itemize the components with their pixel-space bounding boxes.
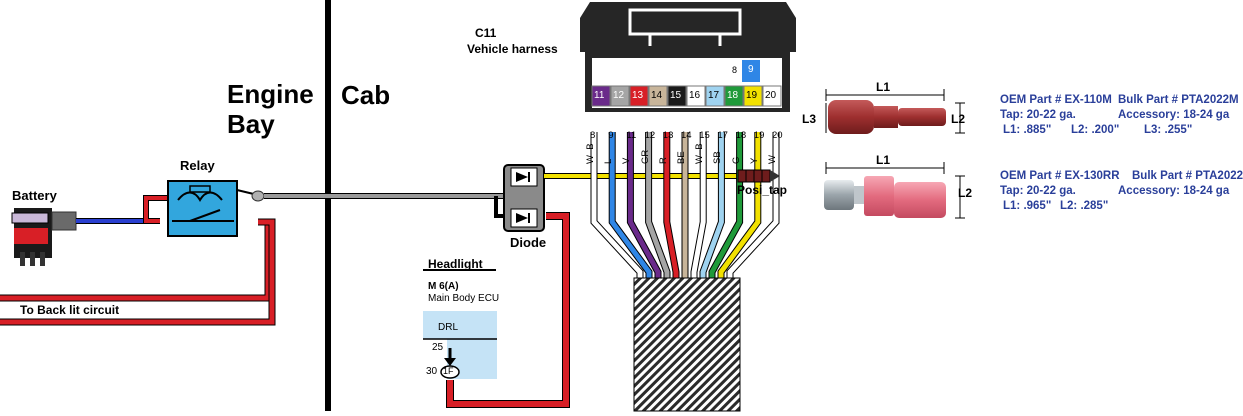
- headlight-label: Headlight: [428, 257, 483, 271]
- posi-tap: [737, 169, 780, 183]
- wire-pin-number: 8: [590, 130, 596, 141]
- connector-pin-label: 16: [689, 90, 701, 101]
- cab-label: Cab: [341, 80, 391, 110]
- connector-pin-9: 9: [748, 64, 754, 75]
- wire-pin-number: 15: [699, 130, 710, 141]
- engine-bay-label: Engine Bay: [227, 79, 314, 139]
- wire-pin-number: 14: [681, 130, 692, 141]
- connector-pin-label: 20: [765, 90, 777, 101]
- part1-oem: OEM Part # EX-110M: [1000, 94, 1112, 106]
- relay-label: Relay: [180, 158, 215, 173]
- ecu-line2: Main Body ECU: [428, 293, 500, 304]
- battery-label: Battery: [12, 188, 57, 203]
- part-1-illustration: [825, 89, 965, 134]
- wire-12: [646, 132, 670, 282]
- part2-l1: L1: .965": [1003, 200, 1052, 212]
- connector-pin-label: 11: [594, 90, 605, 101]
- wire-9: [609, 132, 652, 282]
- connector-pin-14: [648, 85, 668, 107]
- connector-pin-15: [667, 85, 687, 107]
- part1-dim-l1: L1: [876, 80, 891, 94]
- part1-l3: L3: .255": [1144, 124, 1193, 136]
- wire-code: R: [657, 157, 669, 164]
- diode-label: Diode: [510, 235, 547, 250]
- wire-15: [691, 132, 706, 282]
- part2-oem: OEM Part # EX-130RR: [1000, 170, 1120, 182]
- connector-pin-label: 19: [746, 90, 758, 101]
- wire-8: [591, 132, 643, 282]
- connector-pin-19: [743, 85, 763, 107]
- connector-pin-label: 17: [708, 90, 720, 101]
- wire-pin-number: 13: [662, 130, 674, 141]
- diode-drl-wire: [446, 196, 570, 408]
- wire-pin-number: 20: [772, 130, 783, 141]
- wire-17: [700, 132, 724, 282]
- connector-pin-label: 18: [727, 90, 739, 101]
- ecu-line1: M 6(A): [428, 281, 459, 292]
- connector-pin-label: 12: [613, 90, 625, 101]
- part1-tap: Tap: 20-22 ga.: [1000, 109, 1076, 121]
- connector-pin-17: [705, 85, 725, 107]
- connector-pin-18: [724, 85, 744, 107]
- posi-tap-label: Posi_tap: [737, 183, 788, 197]
- connector-subtitle: Vehicle harness: [467, 42, 558, 56]
- ecu-box: [423, 269, 497, 379]
- part1-l2: L2: .200": [1071, 124, 1120, 136]
- pin-1f-label: 1F: [443, 366, 454, 376]
- wire-pin-number: 18: [735, 130, 747, 141]
- bay-divider: [325, 0, 331, 411]
- wire-code: G: [730, 156, 742, 164]
- connector-pin-12: [610, 85, 630, 107]
- part2-dim-l1: L1: [876, 153, 891, 167]
- wire-code: SB: [712, 151, 724, 164]
- wire-code: Y: [748, 157, 760, 164]
- battery: [11, 208, 158, 266]
- wire-pin-number: 19: [753, 130, 765, 141]
- diode: [503, 164, 545, 232]
- wire-code: BE: [676, 151, 687, 164]
- relay: [143, 180, 265, 237]
- back-lit-loop: [0, 218, 276, 326]
- wire-code: W: [767, 155, 778, 164]
- connector-pin-label: 14: [651, 90, 663, 101]
- part1-dim-l3: L3: [802, 112, 817, 126]
- wire-pin-number: 17: [717, 130, 728, 141]
- part1-bulk: Bulk Part # PTA2022M: [1118, 94, 1239, 106]
- pin-25-label: 25: [432, 342, 444, 353]
- connector-pin-label: 15: [670, 90, 682, 101]
- back-lit-label: To Back lit circuit: [20, 303, 120, 317]
- connector-pin-13: [629, 85, 649, 107]
- connector-pin-16: [686, 85, 706, 107]
- wire-pin-number: 9: [608, 130, 614, 141]
- wire-loom: [633, 277, 741, 412]
- part2-bulk: Bulk Part # PTA2022: [1132, 170, 1243, 182]
- part2-tap: Tap: 20-22 ga.: [1000, 185, 1076, 197]
- drl-label: DRL: [438, 322, 459, 333]
- wire-code: GR: [639, 149, 651, 164]
- wire-pin-number: 11: [626, 130, 637, 141]
- part1-dim-l2: L2: [951, 112, 966, 126]
- part1-accessory: Accessory: 18-24 ga: [1118, 109, 1230, 121]
- wire-code: L: [603, 158, 615, 164]
- connector-pin-label: 13: [632, 90, 644, 101]
- wire-code: V: [621, 157, 633, 164]
- part-2-illustration: [824, 162, 965, 219]
- wire-13: [664, 132, 679, 282]
- connector-pin-20: [762, 85, 782, 107]
- part2-accessory: Accessory: 18-24 ga: [1118, 185, 1230, 197]
- connector-pin-11: [591, 85, 611, 107]
- part1-l1: L1: .885": [1003, 124, 1052, 136]
- pin-30-label: 30: [426, 366, 438, 377]
- wire-11: [627, 132, 661, 282]
- wire-code: W–B: [694, 143, 706, 164]
- wire-pin-number: 12: [644, 130, 656, 141]
- part2-l2: L2: .285": [1060, 200, 1109, 212]
- connector-pin-8: 8: [732, 65, 738, 75]
- part2-dim-l2: L2: [958, 186, 973, 200]
- connector-title: C11: [475, 26, 497, 40]
- wire-code: W–B: [585, 143, 596, 164]
